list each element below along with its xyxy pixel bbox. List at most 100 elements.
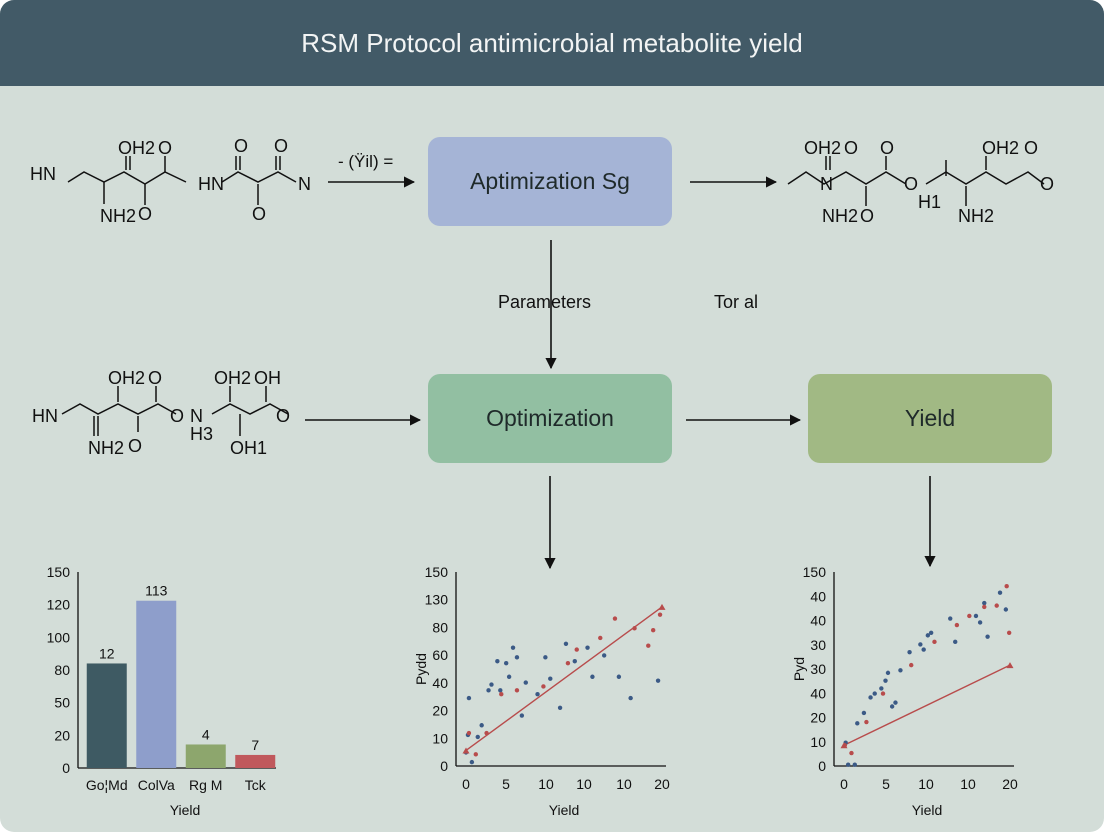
atom-label: H1 — [918, 192, 942, 212]
y-tick-label: 0 — [818, 758, 826, 774]
data-point — [466, 730, 472, 736]
y-axis-label: Pydd — [413, 653, 429, 685]
atom-label: O — [148, 368, 163, 388]
data-point — [585, 645, 590, 650]
x-tick-label: 10 — [616, 776, 632, 792]
data-point — [918, 642, 923, 647]
bar — [136, 600, 177, 768]
bar — [235, 754, 276, 768]
atom-label: NH2 — [958, 206, 995, 226]
data-point — [921, 647, 926, 652]
data-point — [514, 655, 520, 660]
atom-label: O — [128, 436, 143, 456]
data-point — [973, 613, 979, 619]
trend-end-marker — [658, 603, 666, 610]
data-point — [628, 695, 633, 701]
data-point — [557, 705, 563, 710]
trend-end-marker — [1006, 662, 1014, 669]
y-tick-label: 40 — [810, 588, 826, 604]
atom-label: HN — [198, 174, 224, 194]
data-point — [849, 750, 854, 756]
atom-label: OH2 — [118, 138, 156, 158]
data-point — [985, 634, 990, 639]
data-point — [646, 643, 651, 648]
data-point — [909, 662, 914, 668]
y-tick-label: 40 — [810, 613, 826, 629]
data-point — [535, 692, 540, 697]
data-point — [1003, 607, 1009, 612]
diagram-title: RSM Protocol antimicrobial metabolite yi… — [301, 27, 803, 58]
data-point — [514, 688, 520, 693]
data-point — [1006, 630, 1012, 635]
atom-label: O — [170, 406, 185, 426]
atom-label: O — [252, 204, 267, 224]
y-tick-label: 20 — [810, 710, 826, 726]
y-tick-label: 150 — [803, 564, 827, 580]
atom-label: OH2 — [804, 138, 842, 158]
y-tick-label: 30 — [810, 661, 826, 677]
data-point — [473, 752, 478, 757]
data-point — [948, 616, 953, 621]
atom-label: NH2 — [88, 438, 125, 458]
atom-label: OH2 — [214, 368, 252, 388]
atom-label: O — [234, 136, 249, 156]
data-point — [864, 719, 869, 725]
atom-label: HN — [32, 406, 58, 426]
atom-label: OH2 — [982, 138, 1020, 158]
y-tick-label: 30 — [810, 637, 826, 653]
atom-label: HN — [30, 164, 56, 184]
data-point — [852, 762, 857, 767]
y-tick-label: 0 — [440, 758, 448, 774]
node-label: Optimization — [486, 405, 614, 431]
y-tick-label: 20 — [54, 727, 70, 743]
data-point — [548, 676, 553, 681]
data-point — [601, 653, 607, 658]
y-tick-label: 150 — [47, 564, 71, 580]
x-tick-label: Tck — [245, 777, 267, 793]
x-tick-label: 0 — [462, 776, 470, 792]
atom-label: O — [904, 174, 919, 194]
y-tick-label: 130 — [425, 592, 449, 608]
data-point — [519, 713, 525, 718]
data-point — [954, 622, 960, 628]
x-axis-label: Yield — [170, 802, 201, 818]
bar-data-label: 113 — [145, 583, 168, 599]
node-optimization: Optimization — [428, 374, 672, 463]
node-label: Yield — [904, 405, 956, 431]
bar-data-label: 4 — [202, 726, 210, 742]
x-tick-label: 10 — [576, 776, 592, 792]
data-point — [495, 659, 500, 664]
atom-label: O — [1024, 138, 1039, 158]
y-tick-label: 0 — [62, 760, 70, 776]
data-point — [885, 670, 891, 676]
atom-label: O — [274, 136, 289, 156]
data-point — [489, 682, 494, 687]
data-point — [541, 684, 546, 689]
atom-label: NH2 — [100, 206, 137, 226]
data-point — [883, 678, 888, 683]
data-point — [657, 612, 663, 617]
atom-label: H3 — [190, 424, 214, 444]
atom-label: OH — [254, 368, 281, 388]
x-tick-label: 0 — [840, 776, 848, 792]
y-tick-label: 80 — [54, 662, 70, 678]
data-point — [466, 695, 472, 701]
data-point — [982, 600, 987, 606]
bar — [86, 663, 127, 768]
data-point — [994, 603, 999, 608]
data-point — [898, 668, 903, 673]
atom-label: O — [844, 138, 859, 158]
y-tick-label: 100 — [47, 629, 71, 645]
data-point — [598, 635, 603, 641]
bar — [185, 744, 226, 768]
data-point — [868, 695, 873, 700]
data-point — [574, 647, 579, 652]
data-point — [469, 759, 475, 765]
x-tick-label: 10 — [960, 776, 976, 792]
data-point — [590, 674, 595, 679]
x-axis-label: Yield — [912, 802, 943, 818]
atom-label: O — [138, 204, 153, 224]
